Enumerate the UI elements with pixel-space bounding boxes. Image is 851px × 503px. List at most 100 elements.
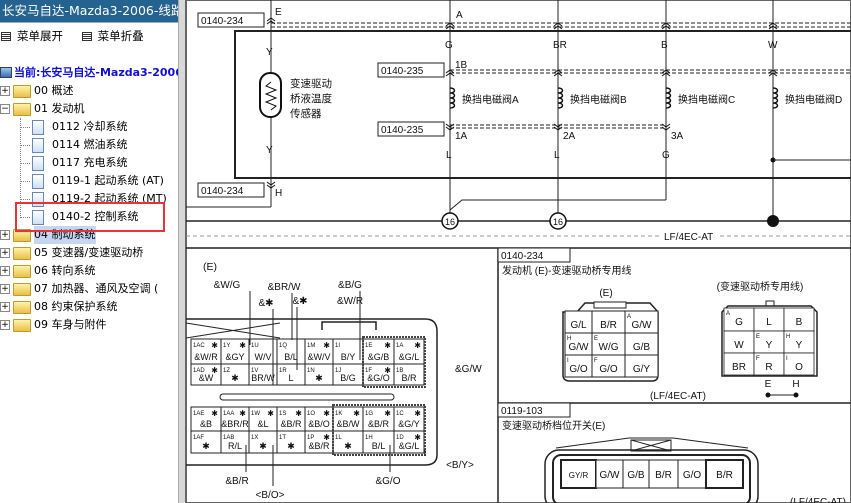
document-icon xyxy=(32,210,44,225)
connector-arrow-icon xyxy=(661,123,671,131)
pin-id: 1I xyxy=(335,343,340,349)
pin-id: 1Z xyxy=(223,368,230,374)
pin-id: 1J xyxy=(335,368,341,374)
pin-wire-color: ✱ xyxy=(287,441,295,451)
coil-icon xyxy=(449,87,456,109)
harness-box xyxy=(234,30,851,179)
tree-item-label: 0140-2 控制系统 xyxy=(52,210,139,223)
pin-id: 1T xyxy=(279,435,286,441)
window-title: 长安马自达-Mazda3-2006-线路图 xyxy=(0,0,178,23)
pin-wire-color: B/R xyxy=(716,470,733,481)
pin-wire-color: W/V xyxy=(255,352,272,362)
connector-pin xyxy=(393,338,425,365)
document-icon xyxy=(32,156,44,171)
connector-pin xyxy=(624,354,659,378)
connector-pin xyxy=(393,406,425,432)
expand-icon[interactable]: + xyxy=(0,266,10,276)
ground-label: 16 xyxy=(553,217,563,227)
pin-wire-color: L xyxy=(766,317,772,328)
expand-menu-button[interactable]: 菜单展开 xyxy=(0,29,63,43)
pin-id: 1N xyxy=(307,368,315,374)
tree-item-label: 0117 充电系统 xyxy=(52,156,128,169)
expand-icon[interactable]: + xyxy=(0,230,10,240)
pin-wire-color: B/L xyxy=(284,352,298,362)
pin-id: I xyxy=(786,356,788,362)
tree-item-label: 0114 燃油系统 xyxy=(52,138,128,151)
wire-callout: <B/Y> xyxy=(446,460,474,471)
tree-item-label: 06 转向系统 xyxy=(34,264,96,277)
tree-connector xyxy=(20,163,30,164)
connector-arrow-icon xyxy=(553,22,563,30)
tree-connector xyxy=(20,118,21,218)
collapse-icon[interactable]: − xyxy=(0,104,10,114)
connector-pin xyxy=(783,352,815,376)
pin-wire-color: G/L xyxy=(570,320,587,331)
connector-tag xyxy=(377,121,445,137)
shielded-block xyxy=(362,336,426,388)
pin-wire-color: &W/R xyxy=(194,352,218,362)
connector-arrow-icon xyxy=(768,22,778,30)
connector-description: 发动机 (E)-变速驱动桥专用线 xyxy=(502,264,631,277)
wire-callout: &✱ xyxy=(258,298,273,309)
ground-point-icon xyxy=(549,212,567,230)
variant-label: (LF/4EC-AT) xyxy=(790,497,846,503)
solenoid-label: 换挡电磁阀B xyxy=(570,93,627,106)
wire-callout: &G/O xyxy=(375,476,400,487)
menu-icon xyxy=(1,32,11,41)
expand-icon[interactable]: + xyxy=(0,86,10,96)
connector-pin xyxy=(595,459,624,489)
pin-wire-color: G/B xyxy=(633,342,651,353)
pin-id: 1AE xyxy=(193,411,204,417)
pin-wire-color: &B/R xyxy=(308,441,330,451)
pin-label: 1A xyxy=(455,131,468,142)
expand-icon[interactable]: + xyxy=(0,284,10,294)
wire-callout: <B/O> xyxy=(256,490,285,501)
pin-wire-color: B/R xyxy=(401,373,417,383)
connector-key xyxy=(219,393,395,401)
pin-star: ✱ xyxy=(239,409,246,418)
connector-tag xyxy=(497,402,571,418)
connector-arrow-icon xyxy=(768,69,778,77)
connector-tag-label: 0140-234 xyxy=(501,251,544,262)
pin-wire-color: BR xyxy=(732,362,746,373)
pin-wire-color: B/R xyxy=(600,320,617,331)
solenoid-label: 换挡电磁阀C xyxy=(678,93,735,106)
pin-wire-color: R xyxy=(765,362,772,373)
pin-wire-color: G/W xyxy=(600,470,621,481)
thermistor-icon xyxy=(259,72,282,118)
tree-item-label: 07 加热器、通风及空调 ( xyxy=(34,282,159,295)
pin-id: 1V xyxy=(251,368,258,374)
connector-outline xyxy=(552,454,751,503)
pane-splitter[interactable] xyxy=(178,0,186,503)
jumper-dot xyxy=(793,392,799,398)
coil-icon xyxy=(665,87,672,109)
connector-tag-label: 0140-234 xyxy=(201,16,244,27)
expand-icon[interactable]: + xyxy=(0,320,10,330)
connector-pin xyxy=(648,459,679,489)
wire-line xyxy=(630,439,672,452)
folder-icon xyxy=(13,283,31,296)
wire-callout: &W/G xyxy=(214,280,241,291)
pin-wire-color: G/O xyxy=(683,470,702,481)
pin-id: A xyxy=(627,314,631,320)
expand-icon[interactable]: + xyxy=(0,248,10,258)
pin-star: ✱ xyxy=(414,433,421,442)
wire-callout: &G/W xyxy=(455,364,482,375)
collapse-menu-button[interactable]: 菜单折叠 xyxy=(81,29,144,43)
wire-line xyxy=(186,322,281,339)
pin-id: 1W xyxy=(251,411,260,417)
pin-id: 1X xyxy=(251,435,258,441)
jumper-dot xyxy=(765,392,771,398)
expand-icon[interactable]: + xyxy=(0,302,10,312)
pin-wire-color: &GY xyxy=(225,352,244,362)
folder-icon xyxy=(13,85,31,98)
pin-id: 1AB xyxy=(223,435,234,441)
connector-tag-label: 0140-235 xyxy=(381,66,424,77)
sensor-label: 传感器 xyxy=(290,107,322,120)
jumper-label: H xyxy=(792,379,799,390)
tree-item-label: 09 车身与附件 xyxy=(34,318,107,331)
wire-line xyxy=(449,199,666,211)
folder-icon xyxy=(13,229,31,242)
pin-wire-color: W/G xyxy=(599,342,619,353)
expand-label: 菜单展开 xyxy=(17,29,63,43)
